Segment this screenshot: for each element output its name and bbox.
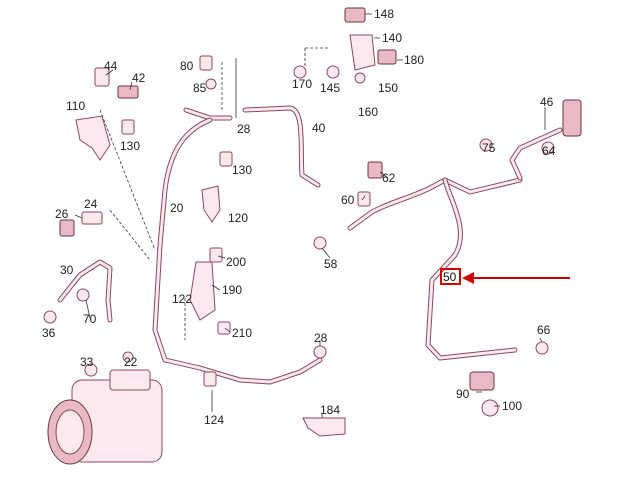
- highlight-box: [440, 268, 461, 285]
- callout-130-left: 130: [120, 139, 140, 153]
- callout-180: 180: [404, 53, 424, 67]
- callout-150: 150: [378, 81, 398, 95]
- callout-100: 100: [502, 399, 522, 413]
- callout-190: 190: [222, 283, 242, 297]
- callout-170: 170: [292, 77, 312, 91]
- callout-28-top: 28: [237, 122, 251, 136]
- callout-160: 160: [358, 105, 378, 119]
- parts: [43, 7, 582, 465]
- callout-75: 75: [482, 141, 496, 155]
- callout-122: 122: [172, 292, 192, 306]
- callout-40: 40: [312, 121, 326, 135]
- callout-42: 42: [132, 71, 146, 85]
- callout-110: 110: [66, 99, 85, 113]
- callout-46: 46: [540, 95, 554, 109]
- callout-148: 148: [374, 7, 394, 21]
- callout-80: 80: [180, 59, 194, 73]
- callout-33: 33: [80, 355, 94, 369]
- callout-210: 210: [232, 326, 252, 340]
- callout-22: 22: [124, 355, 138, 369]
- callout-145: 145: [320, 81, 340, 95]
- compressor: [47, 369, 163, 465]
- callout-58: 58: [324, 257, 338, 271]
- callout-70: 70: [83, 312, 97, 326]
- callout-124: 124: [204, 413, 224, 427]
- callout-44: 44: [104, 59, 118, 73]
- callout-85: 85: [193, 81, 207, 95]
- callout-30: 30: [60, 263, 74, 277]
- callout-50-highlighted: 50: [443, 270, 457, 284]
- callout-60: 60: [341, 193, 355, 207]
- callout-90: 90: [456, 387, 470, 401]
- callout-130-mid: 130: [232, 163, 252, 177]
- leader-lines: [74, 13, 570, 418]
- callout-64: 64: [542, 144, 556, 158]
- callout-184: 184: [320, 403, 340, 417]
- callout-66: 66: [537, 323, 551, 337]
- callout-140: 140: [382, 31, 402, 45]
- callout-36: 36: [42, 326, 56, 340]
- callout-120: 120: [228, 211, 248, 225]
- callout-200: 200: [226, 255, 246, 269]
- callout-24: 24: [84, 197, 98, 211]
- callout-labels: 148 140 180 80 44 42 170 145 150 85 110 …: [42, 7, 556, 427]
- callout-20: 20: [170, 201, 184, 215]
- callout-62: 62: [382, 171, 396, 185]
- callout-28-bottom: 28: [314, 331, 328, 345]
- callout-26: 26: [55, 207, 69, 221]
- refrigerant-lines: [57, 105, 563, 385]
